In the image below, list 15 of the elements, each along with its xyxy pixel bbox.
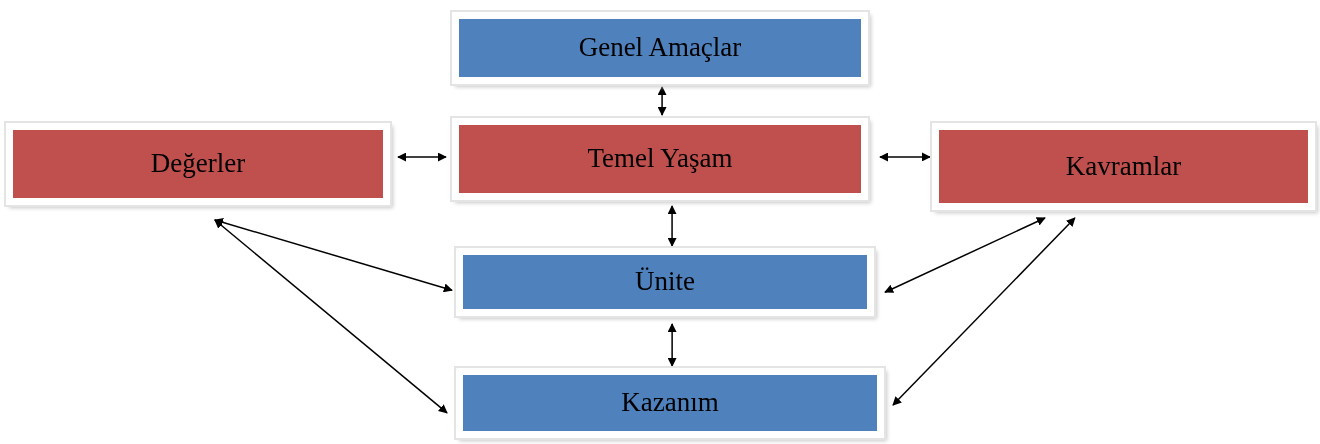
box-label: Kazanım [621, 386, 719, 420]
double-arrow [214, 218, 453, 293]
double-arrow [667, 205, 677, 247]
box-label: Temel Yaşam [587, 142, 733, 176]
double-arrow [657, 86, 667, 116]
double-arrow [214, 219, 448, 414]
box-label: Genel Amaçlar [578, 31, 742, 65]
double-arrow [884, 217, 1046, 293]
box-label: Kavramlar [1065, 149, 1182, 183]
box-label: Ünite [635, 265, 695, 299]
double-arrow [892, 217, 1076, 406]
box-label: Değerler [150, 147, 246, 181]
double-arrow [397, 152, 447, 162]
double-arrow [667, 323, 677, 367]
double-arrow [879, 152, 931, 162]
